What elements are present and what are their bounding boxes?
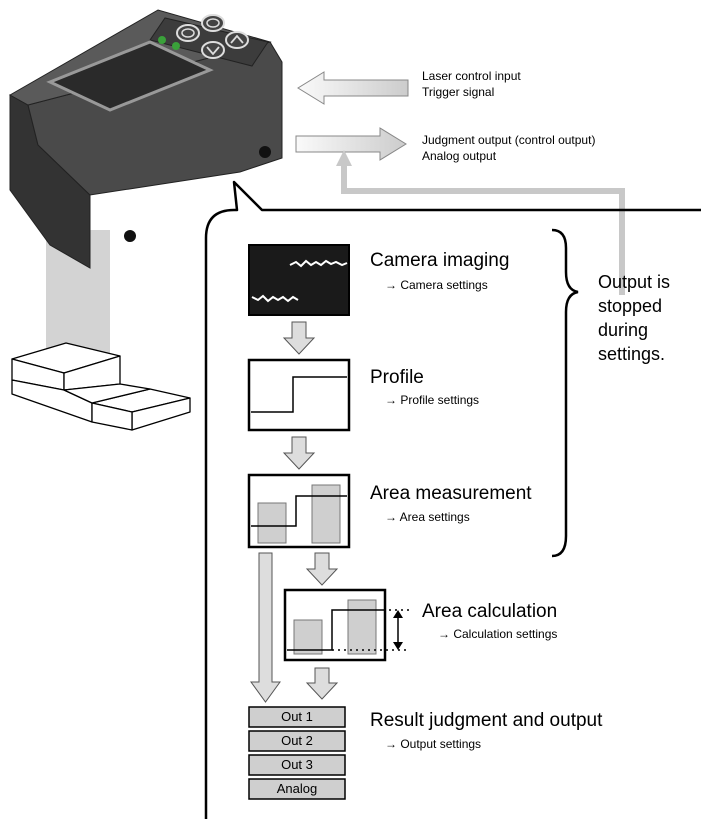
sensor-device [8, 9, 283, 269]
bypass-arrow [250, 552, 281, 703]
step-title-result-judgment: Result judgment and output [370, 710, 603, 731]
step-title-profile: Profile [370, 367, 424, 388]
flow-arrow-2 [282, 436, 316, 470]
output-box-1-label: Out 1 [281, 709, 313, 724]
step-title-area-calculation: Area calculation [422, 601, 557, 622]
output-box-2-label: Out 2 [281, 733, 313, 748]
callout-bubble [204, 180, 701, 819]
output-box-analog-label: Analog [277, 781, 317, 796]
step-setting-camera: → Camera settings [385, 278, 488, 292]
area-calculation-thumbnail [283, 588, 410, 662]
workpiece [11, 342, 191, 431]
profile-thumbnail [247, 358, 351, 432]
flow-arrow-1 [282, 321, 316, 355]
note-output-stopped-2: stopped [598, 296, 662, 316]
step-setting-calculation: → Calculation settings [438, 627, 557, 641]
step-title-area-measurement: Area measurement [370, 483, 532, 504]
step-title-camera-imaging: Camera imaging [370, 250, 509, 271]
note-output-stopped-4: settings. [598, 344, 665, 364]
step-setting-profile: → Profile settings [385, 393, 479, 407]
output-box-3: Out 3 [248, 754, 346, 776]
note-output-stopped-1: Output is [598, 272, 670, 292]
status-led-2 [172, 42, 180, 50]
stop-feedback-line [341, 162, 625, 295]
area-measurement-thumbnail [247, 473, 351, 549]
mounting-hole-left [124, 230, 136, 242]
input-label-laser-control: Laser control input [422, 69, 521, 83]
input-label-trigger: Trigger signal [422, 85, 494, 99]
output-box-analog: Analog [248, 778, 346, 800]
output-box-1: Out 1 [248, 706, 346, 728]
device-button-down [201, 41, 225, 59]
output-box-3-label: Out 3 [281, 757, 313, 772]
input-arrow [297, 71, 409, 105]
mounting-hole-right [259, 146, 271, 158]
display-screen [46, 40, 214, 112]
device-side-face [27, 41, 283, 196]
output-box-2: Out 2 [248, 730, 346, 752]
device-button-1 [176, 24, 200, 42]
note-output-stopped-3: during [598, 320, 648, 340]
output-arrow [295, 127, 407, 161]
camera-image-thumbnail [248, 244, 350, 316]
flow-arrow-3 [305, 552, 339, 586]
stop-feedback-arrowhead [336, 150, 352, 166]
output-label-analog: Analog output [422, 149, 497, 163]
step-setting-area: → Area settings [385, 510, 470, 524]
settings-brace [551, 228, 579, 558]
output-label-judgment: Judgment output (control output) [422, 133, 595, 147]
flow-arrow-4 [305, 667, 339, 700]
status-led-1 [158, 36, 166, 44]
device-button-2 [201, 14, 225, 32]
step-setting-output: → Output settings [385, 737, 481, 751]
device-button-up [225, 31, 249, 49]
